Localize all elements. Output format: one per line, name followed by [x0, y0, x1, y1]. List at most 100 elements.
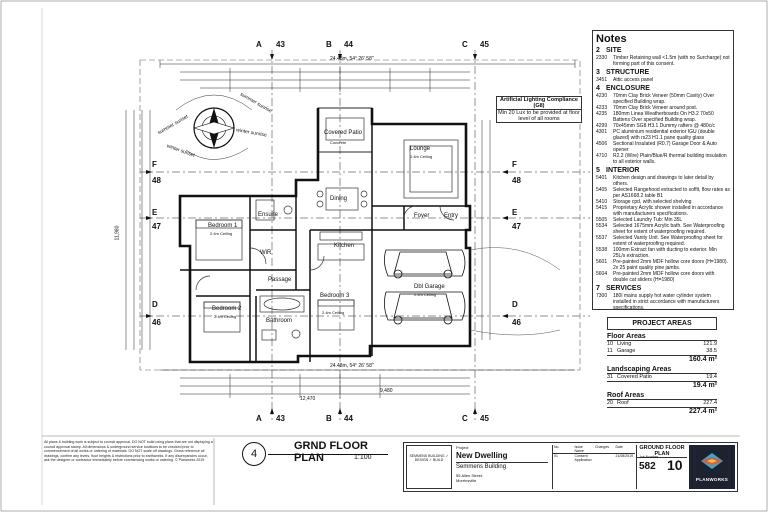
- notes-text: 180l mains supply hot water cylinder sys…: [613, 293, 720, 310]
- notes-text: R2.2 (Wire) Plain/Blue/R thermal buildin…: [613, 153, 727, 165]
- notes-code: 5604: [596, 271, 608, 277]
- grid-label-48-left: 48: [152, 176, 161, 185]
- room-lounge-sub: 2.4m Ceiling: [410, 154, 433, 159]
- grid-label-47-left: 47: [152, 222, 161, 231]
- room-bedroom-2-sub: 2.4m Ceiling: [214, 314, 237, 319]
- grid-label-43-top: 43: [276, 40, 285, 49]
- notes-text: Storage cpd, with selected shelving: [613, 199, 692, 205]
- grid-label-c-bottom: C: [462, 414, 468, 423]
- room-lounge: Lounge: [410, 146, 431, 152]
- notes-section-name: SITE: [606, 47, 622, 54]
- notes-section-number: 4: [596, 85, 600, 92]
- room-bedroom-1-sub: 2.4m Ceiling: [210, 231, 233, 236]
- areas-label: Living: [617, 341, 632, 347]
- project-info: Project New Dwelling Semmens Building 55…: [456, 445, 548, 489]
- areas-group-title: Landscaping Areas: [607, 366, 717, 374]
- grid-label-46-right: 46: [512, 318, 521, 327]
- notes-line: 4710 R2.2 (Wire) Plain/Blue/R thermal bui…: [596, 153, 730, 165]
- areas-value: 38.5: [706, 348, 717, 354]
- room-bedroom-3: Bedroom 3: [320, 293, 350, 299]
- room-wir: WiR: [260, 250, 272, 256]
- site-boundary: [139, 59, 581, 371]
- grid-label-c-top: C: [462, 40, 468, 49]
- grid-label-e-left: E: [152, 208, 158, 217]
- title-block: SEMMENS BUILDING ✓ DESIGN ✓ BUILD Projec…: [403, 442, 738, 492]
- bottom-split-dimension: 9,480: [380, 388, 393, 394]
- room-dining: Dining: [330, 196, 348, 202]
- areas-code: 10: [607, 341, 614, 347]
- room-passage: Passage: [268, 277, 292, 283]
- lighting-compliance-note: Artificial Lighting Compliance (G8) Min …: [496, 96, 582, 123]
- notes-code: 4299: [596, 123, 608, 129]
- notes-text: PC aluminium residential exterior IGU (d…: [613, 129, 715, 141]
- notes-line: 5405 Selected Rangehood extracted to soff…: [596, 187, 730, 199]
- plan-title: 4 GRND FLOOR PLAN 1:100: [236, 438, 396, 468]
- sheet-name: GROUND FLOOR PLAN: [637, 445, 687, 458]
- notes-code: 7300: [596, 293, 608, 299]
- grid-label-43-bottom: 43: [276, 414, 285, 423]
- notes-code: 4235: [596, 111, 608, 117]
- rev-header-changes: Changes: [595, 445, 610, 449]
- notes-line: 7300 180l mains supply hot water cylinder…: [596, 293, 730, 310]
- areas-group-title: Floor Areas: [607, 333, 717, 341]
- revision-table: No. Issue Name Changes Date 01 Consent A…: [552, 445, 635, 489]
- grid-label-e-right: E: [512, 208, 518, 217]
- lighting-heading: Artificial Lighting Compliance (G8): [497, 97, 581, 110]
- job-number: 582: [639, 461, 656, 472]
- notes-code: 5534: [596, 223, 608, 229]
- rev-issue: Consent Application: [574, 454, 592, 462]
- project-name: New Dwelling: [456, 451, 508, 460]
- client-name: Semmens Building: [456, 462, 548, 470]
- fixtures: [195, 117, 459, 341]
- builder-logo: SEMMENS BUILDING ✓ DESIGN ✓ BUILD: [406, 445, 452, 489]
- notes-code: 5405: [596, 187, 608, 193]
- plan-scale: 1:100: [354, 454, 372, 461]
- notes-text: Selected Rangehood extracted to soffit, …: [613, 187, 730, 199]
- address-line-2: Morrinsville: [456, 478, 477, 483]
- areas-value: 121.9: [703, 341, 717, 347]
- areas-code: 11: [607, 348, 613, 354]
- grid-label-f-right: F: [512, 160, 517, 169]
- grid-label-b-top: B: [326, 40, 332, 49]
- job-number-label: Job Number: [639, 455, 659, 459]
- areas-group-title: Roof Areas: [607, 392, 717, 400]
- rev-header-issue: Issue Name: [574, 445, 584, 453]
- room-entry: Entry: [444, 213, 459, 219]
- rev-no: 01: [554, 454, 558, 458]
- areas-value: 19.4: [706, 374, 717, 380]
- notes-text: 70mm Clay Brick Veneer around post.: [613, 105, 698, 111]
- notes-text: Attic access panel: [613, 77, 654, 83]
- planworks-logo-icon: [701, 453, 723, 469]
- grid-label-b-bottom: B: [326, 414, 332, 423]
- plan-number: 4: [242, 442, 266, 466]
- notes-code: 4230: [596, 93, 608, 99]
- notes-code: 5537: [596, 235, 608, 241]
- grid-label-44-bottom: 44: [344, 414, 353, 423]
- address-line-1: 55 Allen Street,: [456, 473, 484, 478]
- rev-header-no: No.: [554, 445, 560, 449]
- areas-value: 227.4: [703, 400, 717, 406]
- grid-label-f-left: F: [152, 160, 157, 169]
- exterior-walls: [178, 108, 472, 364]
- notes-code: 4710: [596, 153, 608, 159]
- notes-code: 4301: [596, 129, 608, 135]
- top-dimensions: [159, 60, 576, 92]
- room-ensuite: Ensuite: [258, 212, 279, 218]
- rev-changes: [594, 454, 615, 462]
